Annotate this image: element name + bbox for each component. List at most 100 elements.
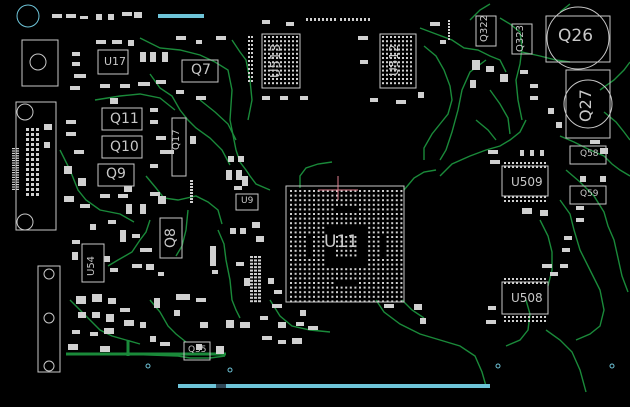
pad — [540, 150, 544, 156]
pad — [251, 76, 253, 78]
pad — [402, 78, 404, 80]
pad — [349, 286, 352, 289]
pad — [31, 183, 34, 186]
pad — [382, 208, 384, 211]
pad — [377, 226, 380, 229]
pad — [377, 300, 380, 303]
pad — [359, 217, 361, 220]
pad — [400, 190, 403, 192]
pad — [248, 76, 250, 78]
pad — [12, 174, 15, 176]
pad — [264, 52, 266, 55]
pad — [372, 295, 375, 298]
pad — [368, 190, 371, 192]
pad — [508, 162, 510, 164]
pad — [284, 48, 286, 51]
pad — [336, 213, 338, 215]
pad — [368, 277, 371, 280]
pad — [340, 236, 343, 238]
pad — [308, 190, 311, 192]
pad — [280, 82, 282, 85]
pad — [382, 213, 384, 215]
pad — [395, 268, 398, 271]
pad — [150, 164, 158, 168]
pad — [349, 194, 352, 197]
pad — [600, 148, 608, 154]
pad — [410, 36, 412, 38]
pad — [150, 336, 156, 342]
pad — [31, 193, 34, 196]
pad — [354, 217, 357, 220]
pad — [448, 26, 450, 28]
pad — [317, 226, 320, 229]
pad — [248, 48, 250, 50]
pad — [251, 36, 253, 38]
pad — [377, 236, 380, 238]
pad — [308, 326, 318, 330]
pad — [390, 61, 392, 64]
pad — [516, 316, 518, 318]
pad — [78, 178, 86, 186]
pad — [294, 240, 297, 243]
pad — [12, 172, 15, 174]
pad — [290, 245, 292, 248]
pad — [262, 336, 272, 340]
u512-outline — [379, 33, 417, 89]
pad — [284, 73, 286, 76]
pad — [70, 86, 80, 90]
pad — [294, 208, 297, 211]
pad — [472, 60, 480, 70]
pad — [322, 263, 325, 266]
pad — [504, 196, 506, 198]
pad — [313, 291, 315, 294]
pad — [488, 306, 496, 310]
pad — [340, 190, 343, 192]
pad — [150, 192, 160, 196]
pad — [313, 208, 315, 211]
pad — [26, 183, 29, 186]
pad — [382, 52, 384, 55]
pad — [382, 44, 384, 47]
pad — [128, 40, 134, 46]
pad — [284, 36, 286, 38]
pad — [176, 294, 190, 300]
pad — [354, 272, 357, 275]
pad — [372, 282, 375, 284]
pad — [336, 194, 338, 197]
pad — [368, 286, 371, 289]
pad — [382, 282, 384, 284]
pad — [398, 40, 400, 43]
pad — [264, 78, 266, 80]
pad — [299, 277, 302, 280]
pad — [394, 44, 396, 47]
pad — [377, 222, 380, 225]
pad — [290, 295, 292, 298]
pad — [292, 36, 294, 38]
pad — [576, 206, 584, 210]
pad — [268, 48, 270, 51]
pad — [196, 344, 202, 350]
pad — [303, 222, 306, 225]
pad — [326, 291, 329, 294]
u11-bga-pads — [290, 190, 403, 303]
pad — [528, 316, 530, 318]
pad — [536, 196, 538, 198]
pad — [260, 316, 268, 320]
pad — [322, 291, 325, 294]
pad — [331, 277, 334, 280]
pad — [290, 300, 292, 303]
pad — [132, 234, 140, 238]
pad — [290, 208, 292, 211]
pad — [256, 236, 264, 242]
pad — [386, 48, 388, 51]
pad — [299, 213, 302, 215]
pad — [326, 208, 329, 211]
pad — [410, 52, 412, 55]
pad — [406, 57, 408, 59]
pad — [290, 203, 292, 206]
pad — [16, 160, 19, 162]
pad — [276, 65, 278, 68]
pad — [248, 60, 250, 62]
connector-j2-hole — [29, 53, 47, 71]
pad — [322, 272, 325, 275]
